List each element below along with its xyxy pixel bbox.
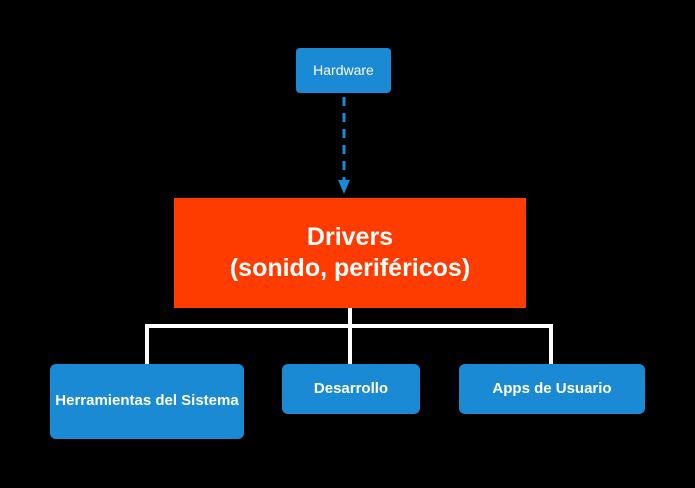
connector-drivers-to-children: [145, 308, 553, 364]
node-development-label: Desarrollo: [313, 379, 389, 397]
node-user-apps-label: Apps de Usuario: [492, 379, 612, 397]
node-system-tools[interactable]: Herramientas del Sistema: [50, 364, 244, 439]
node-hardware[interactable]: Hardware: [296, 48, 391, 93]
node-hardware-label: Hardware: [313, 61, 374, 78]
node-drivers-label-line2: (sonido, periféricos): [229, 254, 471, 282]
node-development[interactable]: Desarrollo: [282, 364, 420, 414]
node-user-apps[interactable]: Apps de Usuario: [459, 364, 645, 414]
node-drivers-label-line1: Drivers: [306, 222, 394, 251]
connector-hardware-to-drivers: [338, 97, 350, 194]
node-drivers[interactable]: Drivers (sonido, periféricos): [174, 198, 526, 308]
node-system-tools-label: Herramientas del Sistema: [55, 392, 239, 410]
